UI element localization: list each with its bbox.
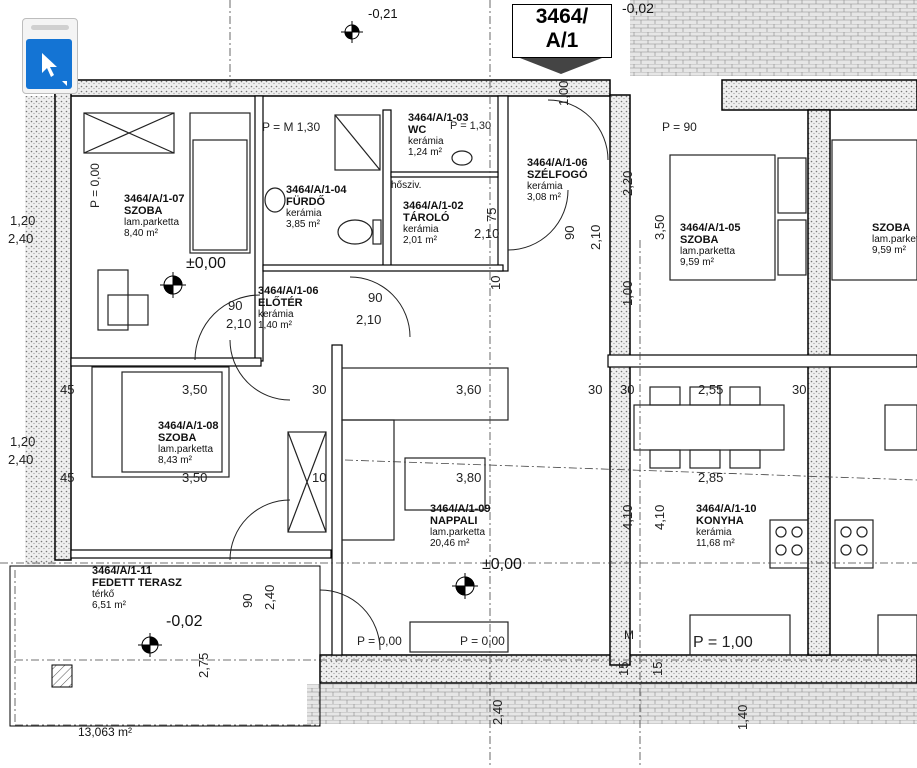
p-tag: P = M 1,30 [262, 120, 321, 134]
p-tag: P = 90 [662, 120, 697, 134]
terrace-outline [9, 565, 321, 727]
elevation-markers [138, 16, 612, 657]
dimension: 1,00 [620, 280, 635, 306]
dimension: 2,10 [474, 226, 500, 241]
dimension: 2,20 [620, 170, 635, 196]
room-label: 3464/A/1-07 SZOBA lam.parketta 8,40 m² [124, 193, 185, 239]
entrance-arrow [520, 58, 602, 74]
room-label: 3464/A/1-03 WC kerámia 1,24 m² [408, 112, 469, 158]
dimension: 90 [240, 593, 255, 608]
dimension: 45 [60, 382, 75, 397]
room-label: 3464/A/1-05 SZOBA lam.parketta 9,59 m² [680, 222, 741, 268]
select-tool-button[interactable] [26, 39, 72, 89]
dimension: 2,40 [262, 584, 277, 610]
tool-palette [22, 18, 78, 94]
dimension: 10 [488, 275, 503, 290]
elevation-text: -0,21 [368, 6, 398, 21]
dimension: 4,10 [620, 504, 635, 530]
exterior-walls [54, 79, 917, 684]
p-tag: P = 0,00 [460, 634, 505, 648]
furniture [83, 112, 917, 656]
dimension: 4,10 [652, 504, 667, 530]
insulation-left [25, 96, 55, 566]
unit-tag: 3464/ A/1 [512, 4, 612, 58]
elevation-text: ±0,00 [186, 255, 226, 272]
dimension: 15 [650, 661, 665, 676]
room-label: 3464/A/1-02 TÁROLÓ kerámia 2,01 m² [403, 200, 464, 246]
dimension: 90 [228, 298, 243, 313]
dimension: 45 [60, 470, 75, 485]
dimension: 3,60 [456, 382, 482, 397]
heat-pump-label: hősziv. [391, 180, 422, 191]
dimension: 2,10 [226, 316, 252, 331]
dimension: 30 [792, 382, 807, 397]
dimension: 2,10 [588, 224, 603, 250]
elevation-text: -0,02 [166, 613, 203, 630]
room-label: SZOBA lam.parketta 9,59 m² [872, 222, 917, 256]
p-tag: P = 1,00 [693, 634, 753, 651]
dimension: 3,50 [182, 470, 208, 485]
palette-grip[interactable] [31, 25, 69, 30]
dimension: 90 [368, 290, 383, 305]
dimension: 2,40 [8, 231, 34, 246]
dimension: 2,75 [196, 652, 211, 678]
unit-tag-line1: 3464/ [535, 5, 589, 28]
elevation-text: ±0,00 [482, 556, 522, 573]
unit-tag-line2: A/1 [545, 29, 579, 52]
elevation-text: -0,02 [622, 0, 654, 16]
dimension: 10 [312, 470, 327, 485]
terrace-total-area: 13,063 m² [78, 725, 133, 739]
dimension: 15 [616, 661, 631, 676]
dimension: 30 [588, 382, 603, 397]
dimension: 3,50 [652, 214, 667, 240]
p-tag: P = 1,30 [450, 120, 492, 132]
dimension: 90 [562, 225, 577, 240]
dimension: 3,80 [456, 470, 482, 485]
dimension: 1,40 [735, 704, 750, 730]
dimension: 3,50 [182, 382, 208, 397]
dimension: 1,00 [556, 80, 571, 106]
room-label: 3464/A/1-11 FEDETT TERASZ térkő 6,51 m² [92, 565, 182, 611]
dimension: 2,85 [698, 470, 724, 485]
paving-band-top [630, 0, 917, 76]
dimension: 30 [312, 382, 327, 397]
dimension: 1,20 [10, 213, 36, 228]
interior-walls [70, 95, 917, 656]
m-label: M [624, 628, 634, 642]
room-label: 3464/A/1-06 ELŐTÉR kerámia 1,40 m² [258, 285, 319, 331]
room-label: 3464/A/1-06 SZÉLFOGÓ kerámia 3,08 m² [527, 157, 588, 203]
door-swings [194, 99, 609, 651]
room-label: 3464/A/1-08 SZOBA lam.parketta 8,43 m² [158, 420, 219, 466]
room-label: 3464/A/1-10 KONYHA kerámia 11,68 m² [696, 503, 757, 549]
dimension: 30 [620, 382, 635, 397]
dimension: 2,10 [356, 312, 382, 327]
dimension: 1,20 [10, 434, 36, 449]
p-tag: P = 0,00 [88, 163, 102, 208]
dimension: 2,55 [698, 382, 724, 397]
paving-band-bottom [307, 684, 917, 724]
room-label: 3464/A/1-09 NAPPALI lam.parketta 20,46 m… [430, 503, 491, 549]
pointer-arrow-icon [42, 53, 67, 86]
room-label: 3464/A/1-04 FÜRDŐ kerámia 3,85 m² [286, 184, 347, 230]
dimension: 2,40 [490, 699, 505, 725]
dimension: 2,40 [8, 452, 34, 467]
p-tag: P = 0,00 [357, 634, 402, 648]
dimension: 75 [484, 207, 499, 222]
